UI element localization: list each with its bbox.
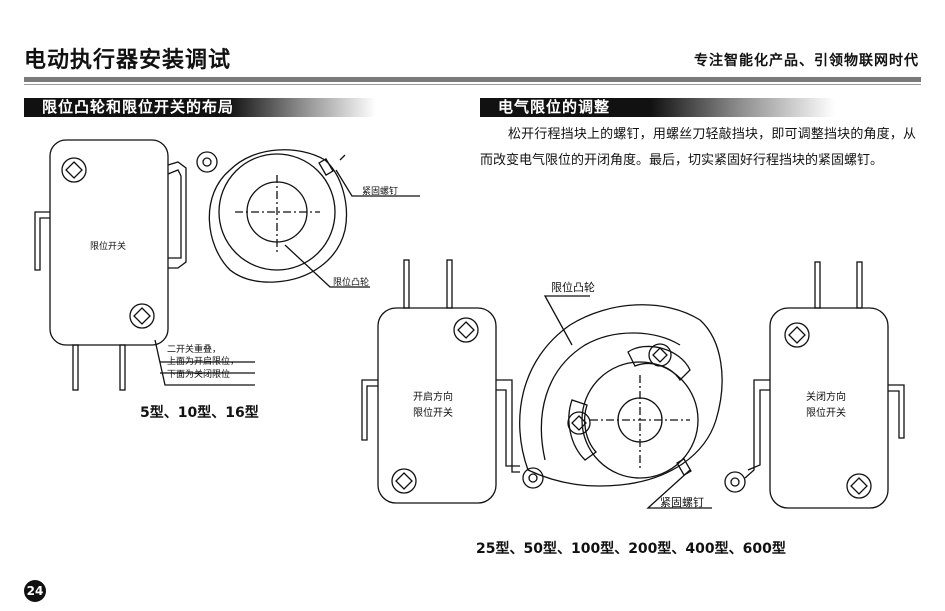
right-screw-label: 紧固螺钉 (660, 496, 704, 509)
left-note-3: 下面为关闭限位 (167, 368, 230, 380)
header-rule-thick (24, 77, 921, 82)
open-screw-bottom-icon (391, 468, 417, 494)
left-roller (196, 151, 218, 173)
left-limit-switch (34, 139, 187, 391)
left-screw-top-icon (61, 157, 87, 183)
right-cam-screw-left-icon (567, 411, 591, 435)
page-number: 24 (24, 580, 46, 602)
left-cam-label: 限位凸轮 (333, 276, 369, 288)
left-switch-label: 限位开关 (90, 240, 126, 252)
left-cam (208, 149, 348, 283)
open-switch-label-1: 开启方向 (413, 390, 453, 403)
close-limit-switch (744, 261, 905, 509)
right-caption: 25型、50型、100型、200型、400型、600型 (476, 541, 786, 557)
left-screw-label: 紧固螺钉 (362, 186, 398, 197)
header-rule-thin (24, 84, 921, 85)
close-screw-bottom-icon (846, 473, 872, 499)
open-switch-label-2: 限位开关 (413, 406, 453, 419)
right-cam (519, 304, 723, 487)
close-switch-label-2: 限位开关 (806, 406, 846, 419)
close-screw-top-icon (784, 322, 810, 348)
close-switch-label-1: 关闭方向 (806, 390, 846, 403)
open-limit-switch (361, 259, 520, 504)
left-note-1: 二开关重叠， (167, 343, 221, 355)
left-note-2: 上面为开启限位， (167, 355, 239, 367)
right-section-heading: 电气限位的调整 (480, 98, 835, 117)
left-section-heading: 限位凸轮和限位开关的布局 (24, 98, 376, 117)
left-screw-bottom-icon (129, 303, 155, 329)
adjustment-paragraph: 松开行程挡块上的螺钉，用螺丝刀轻敲挡块，即可调整挡块的角度，从而改变电气限位的开… (480, 127, 916, 168)
open-screw-top-icon (453, 317, 479, 343)
page-subtitle: 专注智能化产品、引领物联网时代 (694, 53, 919, 69)
right-cam-screw-top-icon (648, 343, 672, 367)
right-cam-label: 限位凸轮 (551, 280, 595, 294)
page-title: 电动执行器安装调试 (24, 48, 232, 73)
left-caption: 5型、10型、16型 (140, 405, 259, 421)
